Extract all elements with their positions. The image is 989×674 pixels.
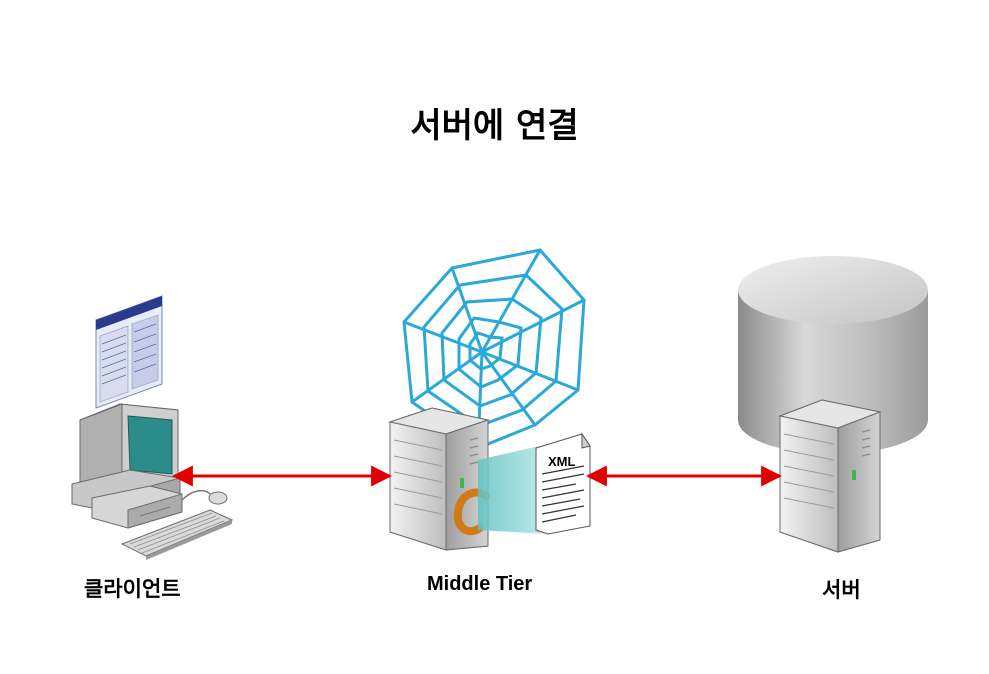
client-window-icon	[95, 295, 163, 409]
middle-tier-label: Middle Tier	[427, 573, 533, 595]
page-title: 서버에 연결	[410, 106, 579, 146]
client-label: 클라이언트	[84, 577, 181, 601]
client-computer-icon	[71, 295, 234, 560]
keyboard-icon	[120, 509, 234, 560]
database-server-icon	[738, 256, 928, 553]
server-label: 서버	[822, 578, 861, 602]
middle-tier-server-icon: XML	[388, 407, 591, 551]
mouse-icon	[181, 489, 228, 505]
c-logo-icon	[453, 488, 490, 536]
xml-document-icon: XML	[535, 432, 591, 535]
xml-doc-label: XML	[548, 454, 576, 469]
